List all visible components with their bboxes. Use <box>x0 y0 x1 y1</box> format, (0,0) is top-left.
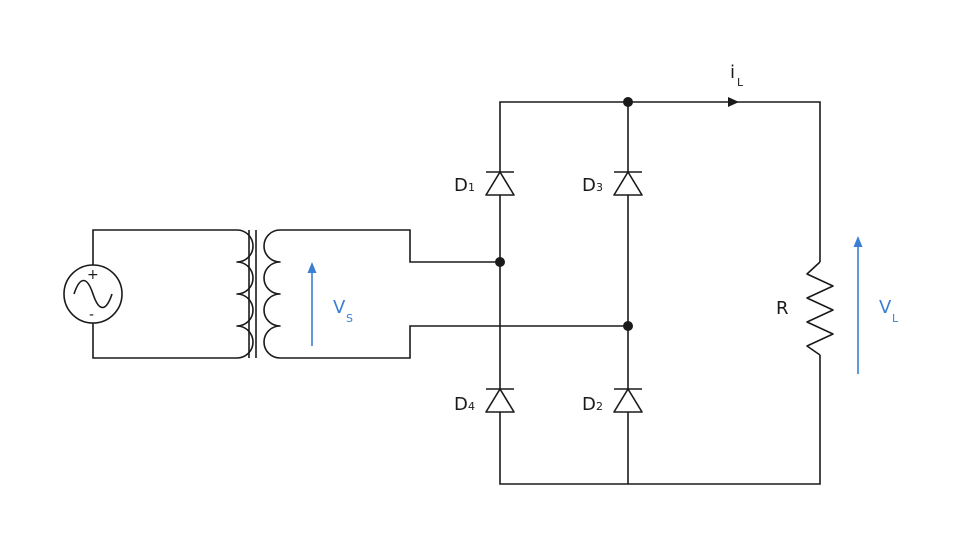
diode-d3-subscript: 3 <box>596 181 603 194</box>
resistor-label: R <box>776 298 789 319</box>
diode-d3-symbol <box>613 171 643 196</box>
il-annotation: i L <box>728 62 744 107</box>
bridge-wires <box>499 101 821 485</box>
junction-dot-left <box>495 257 505 267</box>
diode-d1-symbol <box>485 171 515 196</box>
diode-d4: D 4 <box>454 388 515 415</box>
il-label: i <box>730 62 735 83</box>
junction-dot-right <box>623 321 633 331</box>
diode-d2-subscript: 2 <box>596 400 603 413</box>
source-plus-sign: + <box>87 267 99 283</box>
il-label-subscript: L <box>737 76 744 89</box>
vs-arrow-head <box>307 262 317 273</box>
vl-label: V <box>879 297 892 318</box>
vl-annotation: V L <box>853 236 899 374</box>
diode-d1: D 1 <box>454 171 515 196</box>
junction-dot-top <box>623 97 633 107</box>
vl-label-subscript: L <box>892 312 899 325</box>
diode-d1-subscript: 1 <box>468 181 475 194</box>
current-arrow-head <box>728 97 739 107</box>
diode-d4-subscript: 4 <box>468 400 475 413</box>
vs-annotation: V S <box>307 262 353 346</box>
diode-d3-label: D <box>582 175 596 196</box>
vs-label-subscript: S <box>346 312 353 325</box>
vs-label: V <box>333 297 346 318</box>
diode-d1-label: D <box>454 175 468 196</box>
diode-d4-label: D <box>454 394 468 415</box>
vl-arrow-head <box>853 236 863 247</box>
primary-winding <box>236 229 254 359</box>
load-resistor: R <box>776 261 834 356</box>
diode-d3: D 3 <box>582 171 643 196</box>
diode-d2-symbol <box>613 388 643 413</box>
sine-wave-icon <box>73 279 113 309</box>
ac-source: + - <box>63 264 123 324</box>
diode-d2: D 2 <box>582 388 643 415</box>
source-minus-sign: - <box>89 307 94 323</box>
secondary-wires <box>280 229 628 359</box>
transformer <box>236 229 281 359</box>
resistor-zigzag <box>806 261 834 356</box>
diode-d2-label: D <box>582 394 596 415</box>
secondary-winding <box>263 229 281 359</box>
primary-wires <box>92 229 237 359</box>
diode-d4-symbol <box>485 388 515 413</box>
